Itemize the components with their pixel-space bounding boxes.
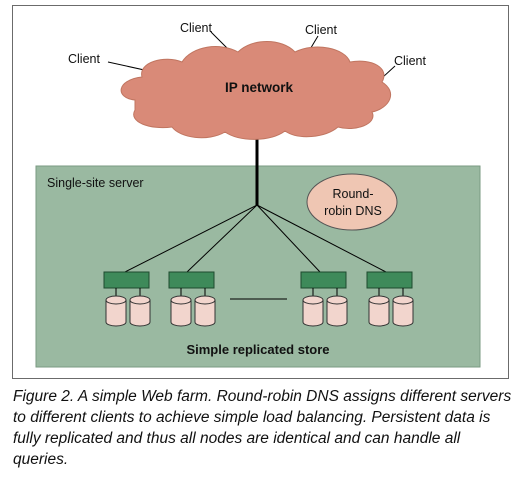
ip-network-label: IP network — [225, 80, 294, 95]
client-label: Client — [68, 52, 100, 66]
server-node — [103, 271, 150, 300]
round-robin-dns-node — [306, 173, 398, 231]
hub-link — [186, 204, 258, 273]
hub-link — [256, 204, 387, 273]
disk-cylinder — [368, 295, 390, 327]
replicated-store-label: Simple replicated store — [186, 342, 329, 357]
dns-label-line1: Round- — [333, 187, 374, 201]
hub-link — [256, 204, 321, 273]
hub-link — [124, 204, 258, 273]
disk-cylinder — [129, 295, 151, 327]
client-link — [210, 31, 229, 50]
server-box — [366, 271, 413, 289]
disk-cylinder — [302, 295, 324, 327]
ip-network-cloud — [120, 41, 392, 140]
dns-label-line2: robin DNS — [324, 204, 382, 218]
disk-cylinder — [326, 295, 348, 327]
server-box — [300, 271, 347, 289]
server-box — [103, 271, 150, 289]
figure-caption: Figure 2. A simple Web farm. Round-robin… — [13, 388, 512, 468]
server-node — [168, 271, 215, 300]
client-label: Client — [180, 21, 212, 35]
client-label: Client — [305, 23, 337, 37]
disk-cylinder — [194, 295, 216, 327]
client-label: Client — [394, 54, 426, 68]
server-box — [168, 271, 215, 289]
server-node — [366, 271, 413, 300]
disk-cylinder — [105, 295, 127, 327]
disk-cylinder — [170, 295, 192, 327]
single-site-server-label: Single-site server — [47, 176, 144, 190]
disk-cylinder — [392, 295, 414, 327]
